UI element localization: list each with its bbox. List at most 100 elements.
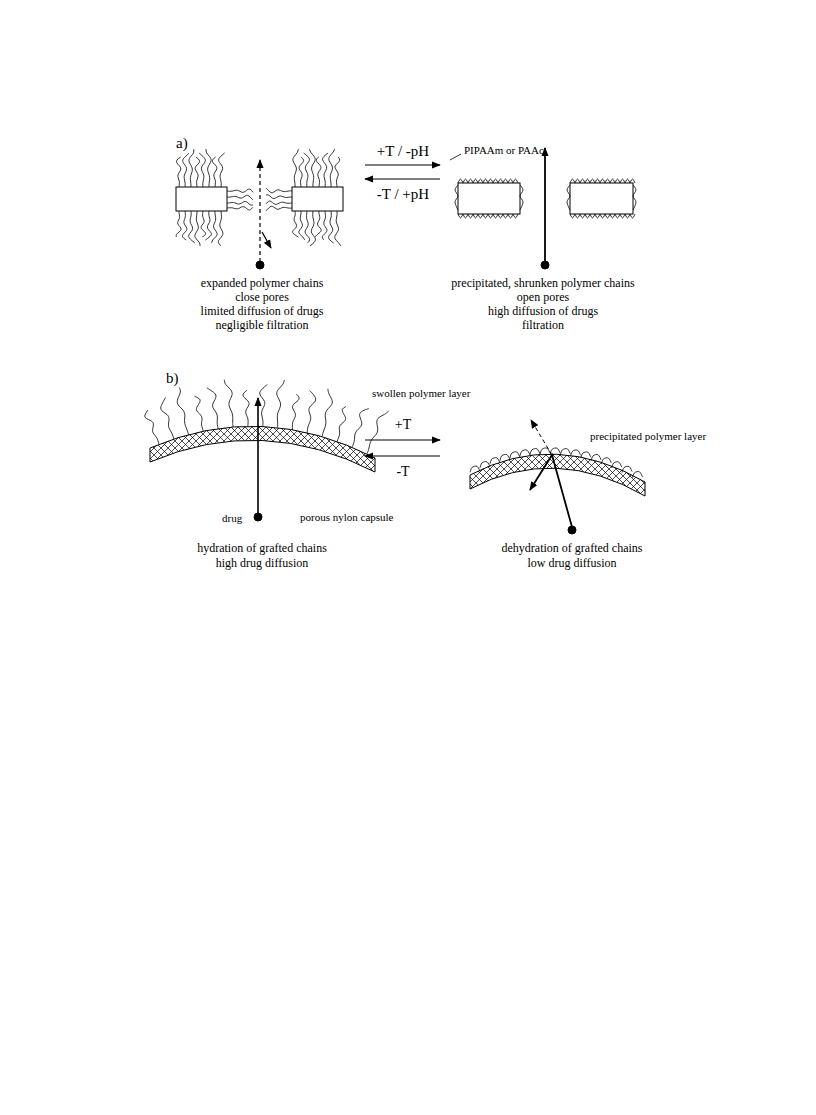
polymer-chain bbox=[199, 153, 205, 187]
polymer-chains bbox=[176, 149, 636, 246]
shrunken-chain bbox=[595, 214, 600, 218]
shrunken-chain bbox=[455, 185, 458, 210]
shrunken-chain bbox=[473, 179, 478, 183]
grafted-chain bbox=[177, 387, 188, 434]
precipitated-chain bbox=[480, 462, 490, 468]
grafted-chain bbox=[145, 410, 159, 444]
shrunken-chain bbox=[610, 214, 615, 218]
shrunken-chain bbox=[483, 214, 488, 218]
leader-line bbox=[450, 154, 461, 160]
condition-label: -T bbox=[396, 464, 409, 479]
shrunken-chain bbox=[463, 214, 468, 218]
shrunken-chain bbox=[630, 214, 635, 218]
shrunken-chain bbox=[570, 179, 575, 183]
shrunken-chain bbox=[590, 214, 595, 218]
grafted-chain bbox=[322, 389, 332, 437]
shrunken-chain bbox=[463, 179, 468, 183]
polymer-chain bbox=[218, 211, 223, 246]
precipitated-chain bbox=[581, 452, 591, 458]
polymer-chain bbox=[335, 211, 341, 246]
precipitated-chain bbox=[520, 450, 530, 456]
polymer-chain bbox=[182, 211, 186, 240]
shrunken-chain bbox=[503, 214, 508, 218]
grafted-chain bbox=[243, 390, 249, 426]
shrunken-chain bbox=[633, 185, 636, 210]
precipitated-chain bbox=[490, 458, 500, 464]
shrunken-chain bbox=[483, 179, 488, 183]
state-caption: precipitated, shrunken polymer chains bbox=[451, 277, 634, 290]
state-caption: high diffusion of drugs bbox=[488, 305, 598, 318]
shrunken-chain bbox=[458, 214, 463, 218]
state-caption: dehydration of grafted chains bbox=[502, 542, 643, 555]
grafted-chain bbox=[277, 380, 285, 428]
shrunken-chain bbox=[508, 214, 513, 218]
polymer-chain bbox=[323, 153, 328, 187]
layer-label: precipitated polymer layer bbox=[590, 430, 706, 442]
grafted-chain bbox=[161, 398, 174, 439]
polymer-chain bbox=[205, 211, 211, 240]
polymer-chain bbox=[201, 211, 205, 237]
shrunken-chain bbox=[458, 179, 463, 183]
drug-paths bbox=[254, 398, 576, 534]
shrunken-chain bbox=[575, 179, 580, 183]
polymer-chain bbox=[304, 153, 310, 187]
shrunken-chain bbox=[615, 179, 620, 183]
shrunken-chain bbox=[585, 179, 590, 183]
condition-label: +T / -pH bbox=[377, 143, 429, 160]
shrunken-chain bbox=[600, 179, 605, 183]
shrunken-chain bbox=[503, 179, 508, 183]
nylon-capsule bbox=[150, 426, 375, 472]
grafted-chain bbox=[307, 391, 315, 433]
grafted-chain bbox=[260, 385, 268, 427]
polymer-chain bbox=[195, 211, 200, 246]
shrunken-chain bbox=[468, 179, 473, 183]
polymer-chain bbox=[299, 211, 305, 240]
precipitated-chain bbox=[632, 472, 642, 478]
polymer-chain bbox=[266, 188, 292, 193]
precipitated-chain bbox=[470, 466, 480, 472]
polymer-chain bbox=[219, 153, 225, 187]
layer-label: swollen polymer layer bbox=[372, 387, 470, 399]
state-caption: low drug diffusion bbox=[527, 557, 616, 570]
shrunken-chain bbox=[513, 214, 518, 218]
polymer-chain bbox=[176, 157, 180, 187]
condition-label: +T bbox=[395, 417, 411, 432]
polymer-chain bbox=[227, 195, 253, 200]
grafted-chain bbox=[367, 411, 389, 454]
drug-paths bbox=[256, 148, 549, 269]
polymer-chain bbox=[335, 157, 340, 187]
polymer-chain bbox=[227, 201, 253, 205]
precipitated-chain bbox=[612, 462, 622, 468]
shrunken-chain bbox=[580, 179, 585, 183]
polymer-chain bbox=[195, 157, 199, 187]
precipitated-chain bbox=[601, 458, 611, 464]
shrunken-chain bbox=[478, 214, 483, 218]
polymer-chain bbox=[189, 211, 195, 243]
state-caption: expanded polymer chains bbox=[201, 277, 324, 290]
polymer-chain bbox=[183, 153, 189, 187]
shrunken-chain bbox=[580, 214, 585, 218]
precipitated-chain bbox=[500, 454, 510, 460]
polymer-label: PIPAAm or PAAc bbox=[464, 144, 544, 156]
shrunken-chain bbox=[600, 214, 605, 218]
polymer-chain bbox=[310, 211, 315, 246]
polymer-chain bbox=[299, 157, 304, 187]
state-caption: negligible filtration bbox=[216, 319, 309, 332]
shrunken-chain bbox=[630, 179, 635, 183]
state-caption: close pores bbox=[235, 291, 289, 304]
precipitated-chain bbox=[510, 452, 520, 458]
polymer-chain bbox=[266, 195, 292, 199]
shrunken-chain bbox=[513, 179, 518, 183]
shrunken-chain bbox=[493, 214, 498, 218]
membrane bbox=[176, 183, 633, 214]
polymer-chain bbox=[176, 211, 181, 237]
shrunken-chain bbox=[473, 214, 478, 218]
precipitated-chain bbox=[550, 448, 560, 454]
grafted-chain bbox=[224, 380, 233, 427]
polymer-chain bbox=[309, 149, 315, 187]
shrunken-chain bbox=[620, 179, 625, 183]
precipitated-chain bbox=[530, 449, 540, 455]
polymer-chain bbox=[322, 211, 327, 240]
